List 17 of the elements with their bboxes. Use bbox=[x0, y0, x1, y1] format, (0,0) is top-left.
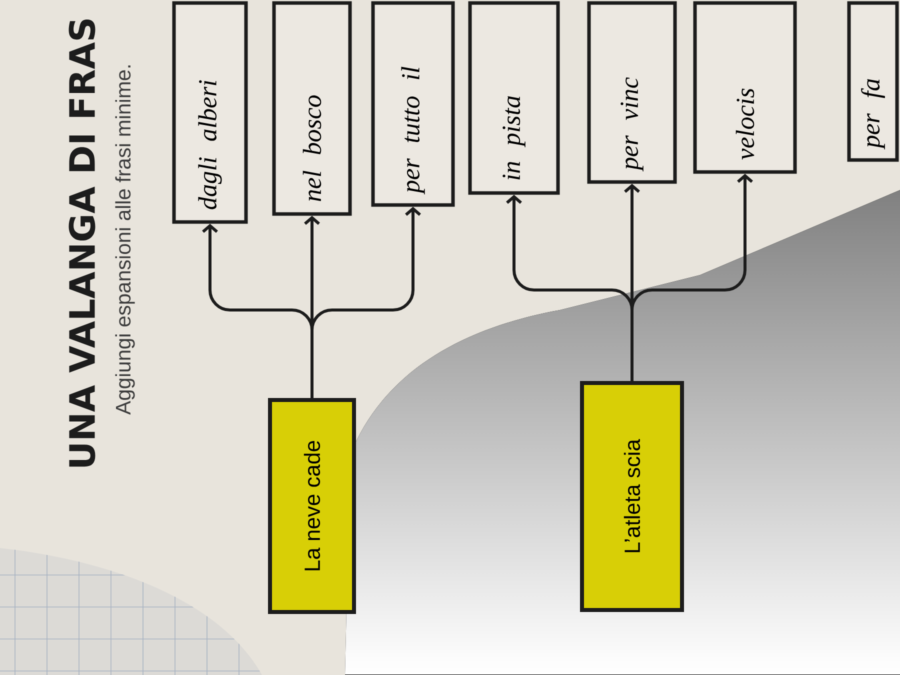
arrow bbox=[304, 216, 320, 334]
arrow bbox=[506, 194, 634, 310]
answer-box: per vinc bbox=[587, 1, 677, 184]
title: UNA VALANGA DI FRAS bbox=[68, 20, 96, 467]
arrow bbox=[624, 184, 640, 314]
connector-line bbox=[630, 314, 634, 381]
answer-box: nel bosco bbox=[272, 1, 352, 216]
answer-box: dagli alberi bbox=[172, 1, 248, 224]
answer-box: per tutto il bbox=[371, 1, 455, 207]
answer-box: per fa bbox=[847, 1, 899, 162]
answer-box: in pista bbox=[468, 1, 560, 195]
arrow bbox=[202, 224, 314, 330]
connector-line bbox=[310, 334, 314, 398]
sentence-box: L’atleta scia bbox=[580, 381, 684, 612]
answer-box: velocis bbox=[693, 1, 797, 174]
sentence-box: La neve cade bbox=[268, 398, 356, 614]
instruction-text: Aggiungi espansioni alle frasi minime. bbox=[115, 65, 135, 415]
